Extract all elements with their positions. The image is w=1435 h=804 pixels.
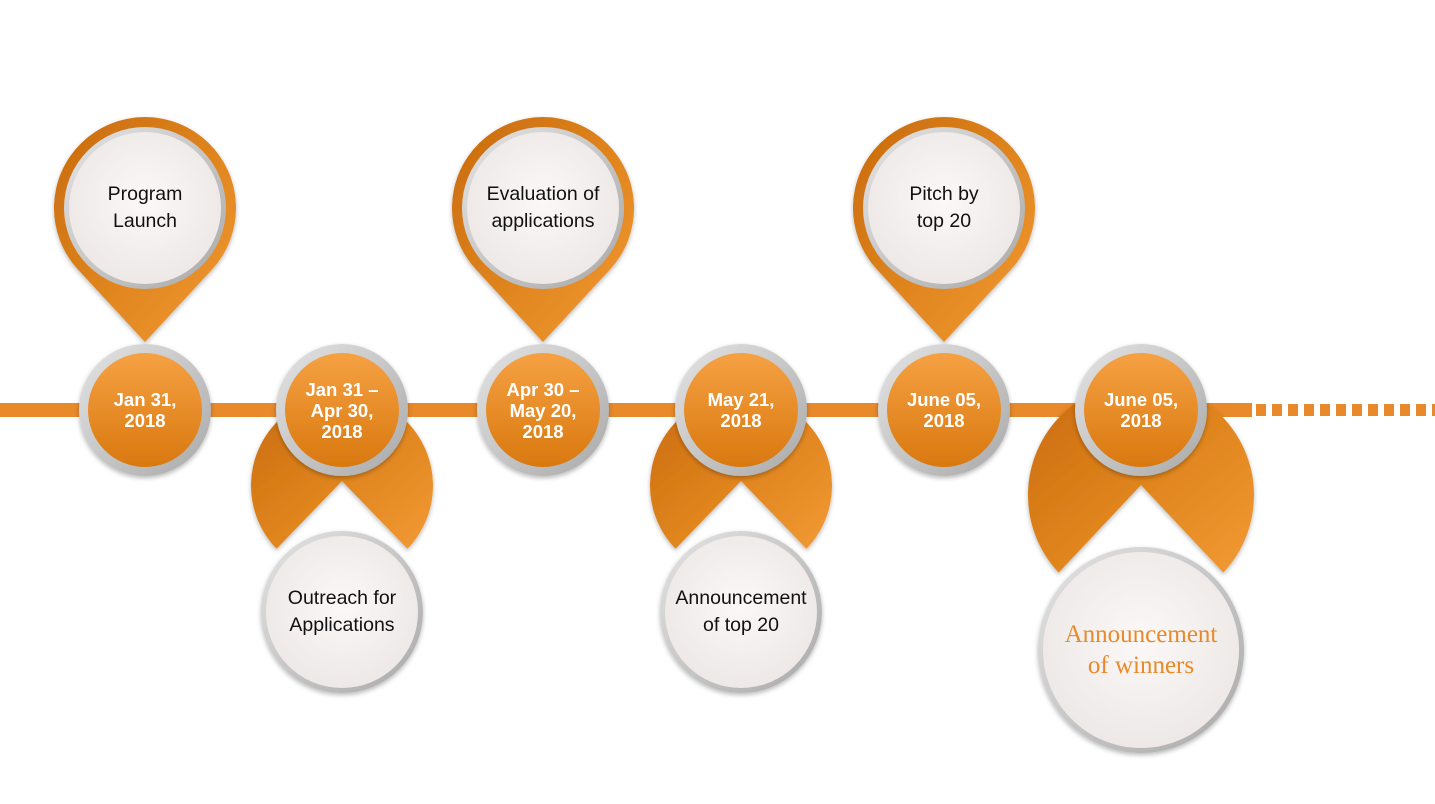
milestone-label: Pitch by top 20 [909,183,979,232]
milestone-label: Program Launch [107,183,183,232]
date-node [1075,344,1207,476]
milestone-label: Evaluation of applications [486,183,600,232]
milestone-pin [54,117,236,343]
date-node [276,344,408,476]
milestone-label: Announcement of winners [1064,621,1218,679]
milestone-pin [452,117,635,343]
milestone-label: Outreach for Applications [287,587,397,636]
date-label: Jan 31, 2018 [113,389,177,431]
date-node [878,344,1010,476]
date-label: June 05, 2018 [1103,389,1179,431]
date-label: June 05, 2018 [906,389,982,431]
milestone-pin [853,117,1035,343]
milestone-label: Announcement of top 20 [675,587,807,636]
date-label: Apr 30 – May 20, 2018 [506,378,580,442]
date-node [675,344,807,476]
date-label: Jan 31 – Apr 30, 2018 [305,378,379,442]
date-node [79,344,211,476]
timeline-continuation-dashes [1256,404,1435,416]
date-label: May 21, 2018 [707,389,775,431]
date-node [477,344,609,476]
